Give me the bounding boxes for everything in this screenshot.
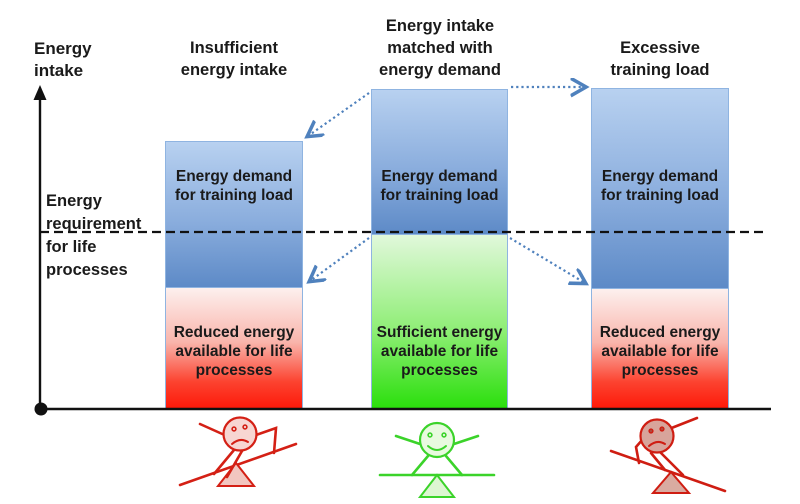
energy-demand-label: Energy demand for training load bbox=[380, 168, 499, 204]
column-title-matched: Energy intake matched with energy demand bbox=[379, 17, 501, 79]
energy-demand-segment bbox=[371, 89, 508, 235]
sufficient-life-energy-segment bbox=[371, 235, 508, 409]
column-title-excessive: Excessive training load bbox=[610, 39, 710, 79]
origin-dot-icon bbox=[34, 402, 48, 416]
reduced-life-energy-segment bbox=[165, 288, 303, 409]
y-axis-label: Energy intake bbox=[34, 39, 92, 80]
energy-requirement-label: Energy requirement for life processes bbox=[46, 192, 142, 279]
reduced-energy-label: Reduced energy available for life proces… bbox=[599, 324, 721, 379]
column-title-insufficient: Insufficient energy intake bbox=[180, 39, 288, 79]
y-axis-arrowhead-icon bbox=[33, 85, 47, 100]
sufficient-energy-label: Sufficient energy available for life pro… bbox=[376, 324, 503, 379]
energy-demand-segment bbox=[591, 88, 729, 289]
energy-demand-segment bbox=[165, 141, 303, 288]
reduced-energy-label: Reduced energy available for life proces… bbox=[173, 324, 295, 379]
arrow-matched-to-insufficient-top-icon bbox=[308, 92, 370, 136]
arrow-matched-to-excessive-mid-icon bbox=[509, 237, 585, 283]
arrow-matched-to-insufficient-mid-icon bbox=[310, 237, 370, 281]
happy-balanced-scale-figure-icon bbox=[378, 421, 496, 498]
sad-unbalanced-scale-figure-icon bbox=[178, 416, 298, 487]
energy-demand-label: Energy demand for training load bbox=[601, 168, 719, 204]
sad-unbalanced-scale-figure-dark-icon bbox=[609, 416, 727, 494]
energy-demand-label: Energy demand for training load bbox=[175, 168, 293, 204]
bar-insufficient-intake bbox=[165, 141, 303, 409]
bar-matched-intake bbox=[371, 89, 508, 409]
